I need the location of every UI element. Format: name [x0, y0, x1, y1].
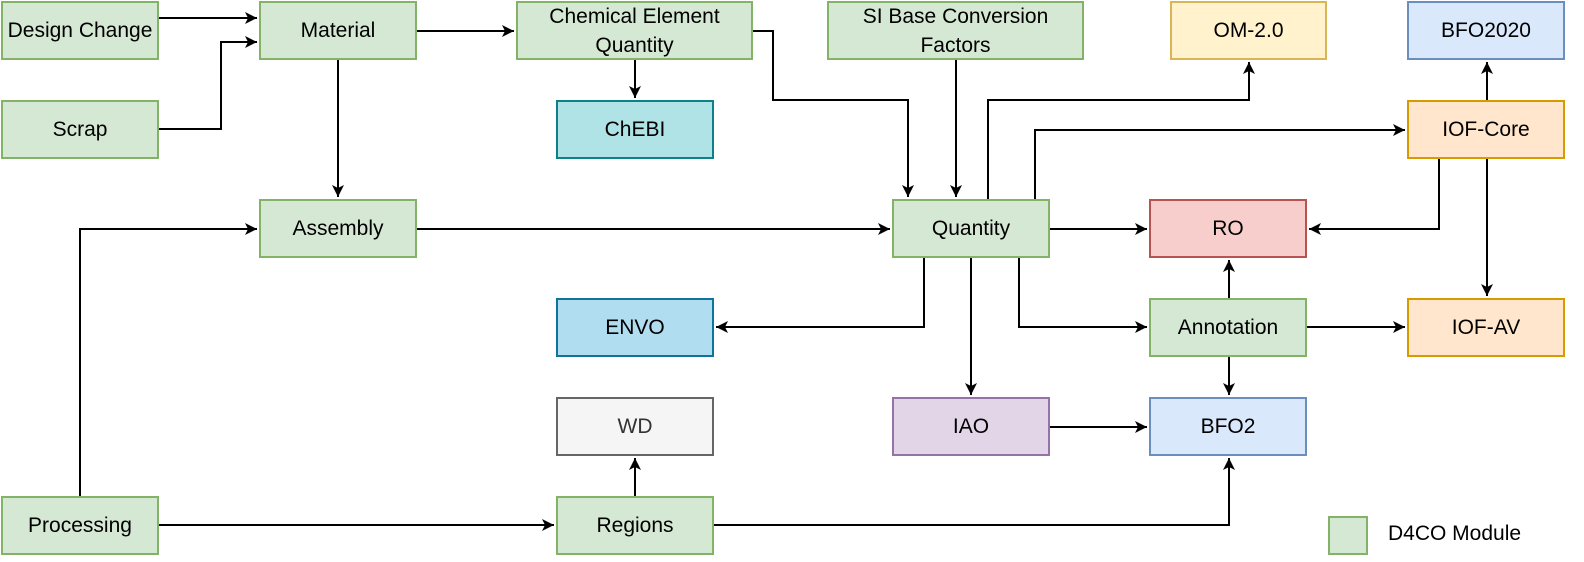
- node-label: IOF-AV: [1451, 316, 1521, 339]
- edge-scrap-to-material: [159, 36, 257, 130]
- legend-swatch: [1328, 516, 1368, 555]
- node-chebi[interactable]: ChEBI: [556, 100, 714, 159]
- node-envo[interactable]: ENVO: [556, 298, 714, 357]
- node-label: Design Change: [7, 19, 153, 42]
- node-bfo2020[interactable]: BFO2020: [1407, 1, 1565, 60]
- node-label: Regions: [596, 514, 674, 537]
- edge-layer: [79, 12, 1493, 531]
- node-assembly[interactable]: Assembly: [259, 199, 417, 258]
- node-label: BFO2020: [1441, 19, 1531, 42]
- node-label: IAO: [952, 415, 990, 438]
- node-processing[interactable]: Processing: [1, 496, 159, 555]
- node-label: Processing: [28, 514, 132, 537]
- edge-iof-core-to-ro: [1309, 159, 1440, 235]
- node-label: Annotation: [1177, 316, 1279, 339]
- node-iao[interactable]: IAO: [892, 397, 1050, 456]
- edge-quantity-to-annotation: [1018, 258, 1147, 333]
- node-regions[interactable]: Regions: [556, 496, 714, 555]
- edge-chemical-element-quantity-to-quantity: [753, 30, 914, 197]
- edge-quantity-to-iof-core: [1034, 124, 1405, 199]
- edge-quantity-to-envo: [716, 258, 925, 333]
- node-wd[interactable]: WD: [556, 397, 714, 456]
- edge-regions-to-bfo2: [714, 458, 1235, 526]
- node-quantity[interactable]: Quantity: [892, 199, 1050, 258]
- node-label: Scrap: [52, 118, 108, 141]
- edge-quantity-to-om-2-0: [987, 62, 1255, 199]
- node-label: IOF-Core: [1442, 118, 1530, 141]
- node-label: Quantity: [931, 217, 1011, 240]
- node-iof-core[interactable]: IOF-Core: [1407, 100, 1565, 159]
- node-ro[interactable]: RO: [1149, 199, 1307, 258]
- node-material[interactable]: Material: [259, 1, 417, 60]
- node-design-change[interactable]: Design Change: [1, 1, 159, 60]
- node-label: Material: [300, 19, 376, 42]
- node-label: SI Base Conversion Factors: [862, 4, 1049, 57]
- node-iof-av[interactable]: IOF-AV: [1407, 298, 1565, 357]
- node-scrap[interactable]: Scrap: [1, 100, 159, 159]
- node-label: ENVO: [605, 316, 665, 339]
- node-label: Assembly: [292, 217, 384, 240]
- node-label: OM-2.0: [1213, 19, 1284, 42]
- node-annotation[interactable]: Annotation: [1149, 298, 1307, 357]
- node-label: WD: [617, 415, 653, 438]
- node-bfo2[interactable]: BFO2: [1149, 397, 1307, 456]
- node-chemical-element-quantity[interactable]: Chemical Element Quantity: [516, 1, 753, 60]
- node-si-base-conversion-factors[interactable]: SI Base Conversion Factors: [827, 1, 1084, 60]
- node-label: ChEBI: [604, 118, 666, 141]
- node-om-2-0[interactable]: OM-2.0: [1170, 1, 1327, 60]
- edge-processing-to-assembly: [79, 223, 257, 496]
- legend-label: D4CO Module: [1388, 522, 1522, 545]
- node-label: RO: [1212, 217, 1244, 240]
- node-label: Chemical Element Quantity: [549, 4, 720, 57]
- node-label: BFO2: [1200, 415, 1256, 438]
